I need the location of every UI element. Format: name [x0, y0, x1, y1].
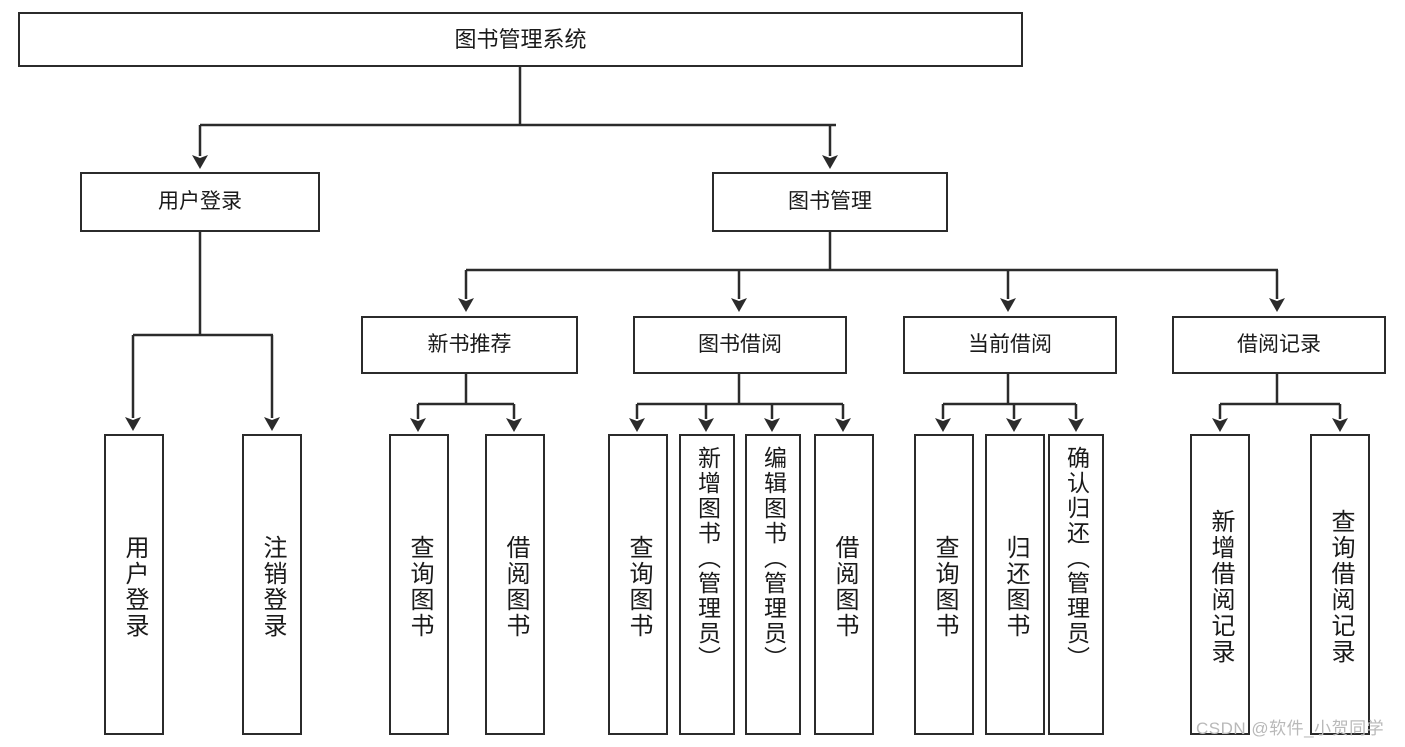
edge-group-current-borrow: [935, 374, 1084, 432]
node-leaf-query-book-2[interactable]: 查询图书: [608, 434, 668, 735]
node-leaf-add-book[interactable]: 新增图书（管理员）: [679, 434, 735, 735]
edge-group-book-borrow: [629, 374, 851, 432]
node-leaf-confirm-return-label: 确认归还（管理员）: [1063, 446, 1090, 671]
node-current-borrow-label: 当前借阅: [968, 332, 1052, 356]
node-new-book-recommend[interactable]: 新书推荐: [361, 316, 578, 374]
node-root-label: 图书管理系统: [454, 26, 587, 52]
node-leaf-confirm-return[interactable]: 确认归还（管理员）: [1048, 434, 1104, 735]
node-leaf-logout-label: 注销登录: [259, 535, 286, 639]
node-leaf-query-book-1-label: 查询图书: [406, 535, 433, 639]
node-leaf-add-record-label: 新增借阅记录: [1207, 509, 1234, 665]
edge-group-book-management: [458, 232, 1285, 312]
node-leaf-add-book-label: 新增图书（管理员）: [694, 446, 721, 671]
node-book-borrow-label: 图书借阅: [698, 332, 782, 356]
node-leaf-query-book-3[interactable]: 查询图书: [914, 434, 974, 735]
edge-group-root: [192, 67, 838, 169]
node-leaf-add-record[interactable]: 新增借阅记录: [1190, 434, 1250, 735]
node-leaf-query-book-2-label: 查询图书: [625, 535, 652, 639]
edge-group-new-book-recommend: [410, 374, 522, 432]
node-root[interactable]: 图书管理系统: [18, 12, 1023, 67]
node-leaf-borrow-book-2-label: 借阅图书: [831, 535, 858, 639]
node-borrow-record-label: 借阅记录: [1237, 332, 1321, 356]
node-leaf-query-book-1[interactable]: 查询图书: [389, 434, 449, 735]
node-leaf-borrow-book-2[interactable]: 借阅图书: [814, 434, 874, 735]
node-book-borrow[interactable]: 图书借阅: [633, 316, 847, 374]
edge-group-user-login: [125, 232, 280, 431]
node-leaf-edit-book[interactable]: 编辑图书（管理员）: [745, 434, 801, 735]
node-book-management-label: 图书管理: [788, 189, 872, 213]
node-leaf-borrow-book-1[interactable]: 借阅图书: [485, 434, 545, 735]
node-user-login[interactable]: 用户登录: [80, 172, 320, 232]
node-leaf-query-record-label: 查询借阅记录: [1327, 509, 1354, 665]
node-borrow-record[interactable]: 借阅记录: [1172, 316, 1386, 374]
node-leaf-user-login-label: 用户登录: [121, 535, 148, 639]
node-current-borrow[interactable]: 当前借阅: [903, 316, 1117, 374]
node-leaf-borrow-book-1-label: 借阅图书: [502, 535, 529, 639]
node-user-login-label: 用户登录: [158, 189, 242, 213]
csdn-watermark: CSDN @软件_小贺同学: [1196, 719, 1385, 738]
node-new-book-recommend-label: 新书推荐: [427, 332, 512, 356]
node-leaf-edit-book-label: 编辑图书（管理员）: [760, 446, 787, 671]
node-leaf-query-book-3-label: 查询图书: [931, 535, 958, 639]
node-leaf-logout[interactable]: 注销登录: [242, 434, 302, 735]
node-book-management[interactable]: 图书管理: [712, 172, 948, 232]
node-leaf-return-book[interactable]: 归还图书: [985, 434, 1045, 735]
node-leaf-return-book-label: 归还图书: [1002, 535, 1029, 639]
edge-group-borrow-record: [1212, 374, 1348, 432]
node-leaf-query-record[interactable]: 查询借阅记录: [1310, 434, 1370, 735]
node-leaf-user-login[interactable]: 用户登录: [104, 434, 164, 735]
